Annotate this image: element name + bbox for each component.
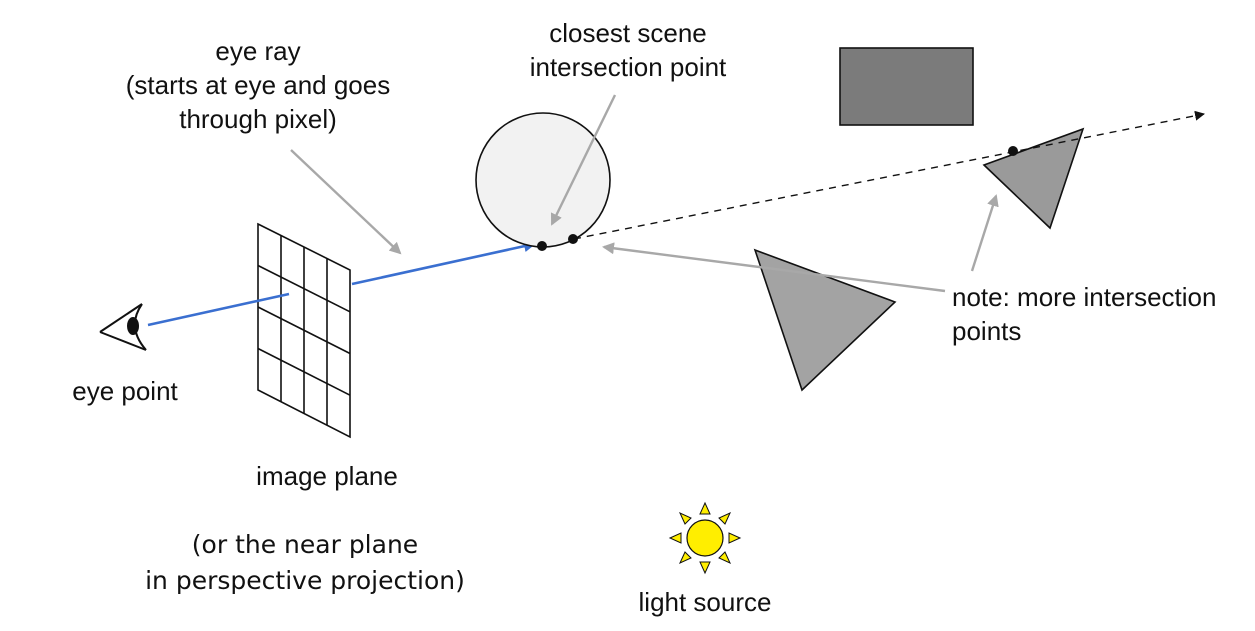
note-label: note: more intersection points <box>952 280 1252 348</box>
near-plane-label-line-2: in perspective projection) <box>145 566 465 595</box>
closest-intersection-point <box>537 241 547 251</box>
triangle-object-large <box>753 248 897 392</box>
light-source-label: light source <box>638 587 772 617</box>
eye-ray-label-line-3: through pixel) <box>179 104 337 134</box>
note-label-line-1: note: more intersection <box>952 282 1217 312</box>
image-plane-grid <box>257 222 351 439</box>
eye-icon <box>99 303 147 351</box>
image-plane-label: image plane <box>256 461 398 491</box>
closest-point-label: closest scene intersection point <box>508 16 748 84</box>
eye-ray-segment-2 <box>351 240 536 286</box>
eye-ray-pointer-arrow <box>290 149 402 255</box>
closest-point-label-line-2: intersection point <box>529 52 727 82</box>
note-pointer-arrow-left <box>602 242 946 293</box>
second-intersection-point <box>568 234 578 244</box>
triangle-object-small <box>982 127 1085 230</box>
eye-ray-segment-1 <box>147 292 290 327</box>
closest-point-pointer-arrow <box>550 94 617 226</box>
continued-ray-dashed <box>573 110 1205 240</box>
triangle-intersection-point <box>1008 146 1018 156</box>
eye-ray-label-line-1: eye ray <box>215 36 301 66</box>
sun-icon <box>668 501 742 575</box>
eye-point-label: eye point <box>72 376 178 406</box>
eye-ray-label-line-2: (starts at eye and goes <box>125 70 391 100</box>
rectangle-object <box>839 47 974 126</box>
sphere <box>475 112 611 248</box>
closest-point-label-line-1: closest scene <box>549 18 707 48</box>
note-pointer-arrow-up <box>970 194 999 272</box>
eye-ray-label: eye ray (starts at eye and goes through … <box>98 34 418 136</box>
note-label-line-2: points <box>952 316 1022 346</box>
near-plane-label: (or the near plane in perspective projec… <box>110 527 500 599</box>
near-plane-label-line-1: (or the near plane <box>191 530 419 559</box>
